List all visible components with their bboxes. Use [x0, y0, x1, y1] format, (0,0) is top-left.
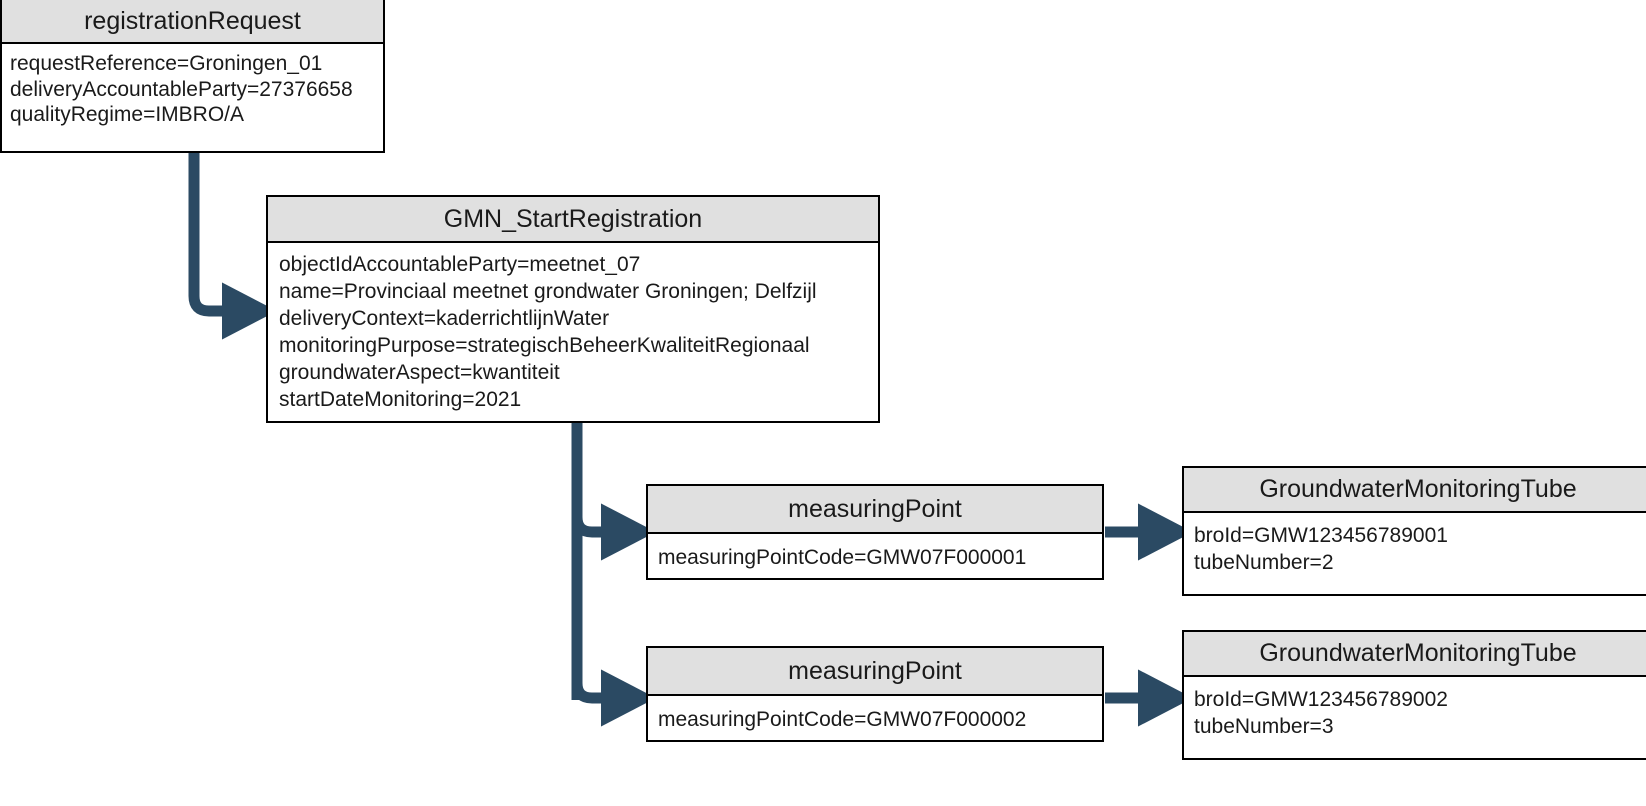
- object-box-gmn-start-registration[interactable]: GMN_StartRegistration objectIdAccountabl…: [266, 195, 880, 423]
- object-box-registration-request[interactable]: registrationRequest requestReference=Gro…: [0, 0, 385, 153]
- attribute-line: requestReference=Groningen_01: [10, 52, 323, 75]
- attribute-line: measuringPointCode=GMW07F000001: [658, 546, 1027, 569]
- object-box-attributes-registration-request: requestReference=Groningen_01 deliveryAc…: [2, 44, 383, 128]
- object-box-title-groundwater-monitoring-tube-2: GroundwaterMonitoringTube: [1184, 632, 1646, 677]
- attribute-line: name=Provinciaal meetnet grondwater Gron…: [279, 280, 817, 303]
- object-box-groundwater-monitoring-tube-1[interactable]: GroundwaterMonitoringTube broId=GMW12345…: [1182, 466, 1646, 596]
- attribute-line: broId=GMW123456789001: [1194, 524, 1448, 547]
- attribute-line: groundwaterAspect=kwantiteit: [279, 361, 560, 384]
- object-box-attributes-measuring-point-1: measuringPointCode=GMW07F000001: [648, 534, 1102, 571]
- object-box-title-groundwater-monitoring-tube-1: GroundwaterMonitoringTube: [1184, 468, 1646, 513]
- attribute-line: measuringPointCode=GMW07F000002: [658, 708, 1027, 731]
- connector-gmn-to-measuring-point-2: [571, 669, 656, 727]
- attribute-line: objectIdAccountableParty=meetnet_07: [279, 253, 641, 276]
- object-box-title-measuring-point-1: measuringPoint: [648, 486, 1102, 534]
- attribute-line: qualityRegime=IMBRO/A: [10, 103, 245, 126]
- attribute-line: monitoringPurpose=strategischBeheerKwali…: [279, 334, 810, 357]
- attribute-line: tubeNumber=2: [1194, 551, 1334, 574]
- object-box-title-gmn-start-registration: GMN_StartRegistration: [268, 197, 878, 243]
- attribute-line: deliveryContext=kaderrichtlijnWater: [279, 307, 610, 330]
- connector-registration-request-to-gmn: [188, 152, 277, 340]
- object-box-groundwater-monitoring-tube-2[interactable]: GroundwaterMonitoringTube broId=GMW12345…: [1182, 630, 1646, 760]
- object-box-title-measuring-point-2: measuringPoint: [648, 648, 1102, 696]
- object-box-measuring-point-2[interactable]: measuringPoint measuringPointCode=GMW07F…: [646, 646, 1104, 742]
- attribute-line: deliveryAccountableParty=27376658: [10, 77, 353, 101]
- object-box-measuring-point-1[interactable]: measuringPoint measuringPointCode=GMW07F…: [646, 484, 1104, 580]
- attribute-line: broId=GMW123456789002: [1194, 688, 1448, 711]
- object-box-attributes-gmn-start-registration: objectIdAccountableParty=meetnet_07 name…: [268, 243, 878, 413]
- object-box-title-registration-request: registrationRequest: [2, 0, 383, 44]
- object-box-attributes-measuring-point-2: measuringPointCode=GMW07F000002: [648, 696, 1102, 733]
- attribute-line: tubeNumber=3: [1194, 715, 1334, 738]
- attribute-line: startDateMonitoring=2021: [279, 388, 522, 411]
- object-box-attributes-groundwater-monitoring-tube-1: broId=GMW123456789001 tubeNumber=2: [1184, 513, 1646, 576]
- connector-gmn-to-measuring-point-1: [571, 503, 656, 561]
- object-box-attributes-groundwater-monitoring-tube-2: broId=GMW123456789002 tubeNumber=3: [1184, 677, 1646, 740]
